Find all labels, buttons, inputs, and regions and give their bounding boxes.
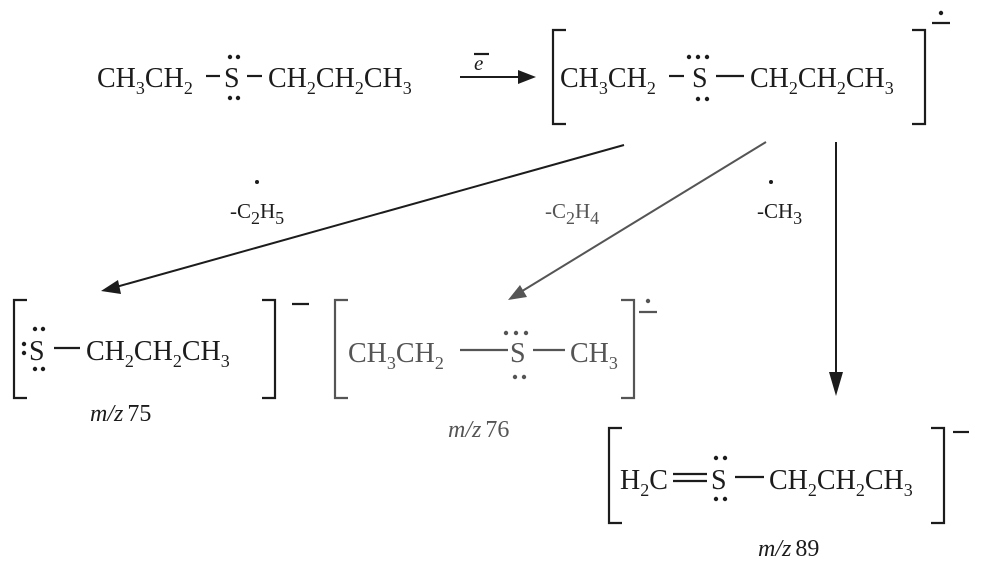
arrow-loss-methyl <box>829 142 843 396</box>
fragment-m76-sulfur: S <box>510 338 526 369</box>
fragment-m76-charge <box>639 298 657 314</box>
fragment-m89-sulfur: S <box>711 465 727 496</box>
label-loss-methyl: -CH3 <box>757 199 802 228</box>
molecular-ion-left-group: CH3CH2 <box>560 63 656 98</box>
arrow-loss-ethyl <box>101 144 625 294</box>
fragment-m89-left-group: H2C <box>620 465 668 500</box>
reactant-left-group: CH3CH2 <box>97 63 193 98</box>
molecular-ion-sulfur: S <box>692 63 708 94</box>
fragment-m75-right-bracket <box>262 298 277 400</box>
radical-dot-methyl <box>769 180 773 184</box>
molecular-ion-left-bracket <box>551 28 566 126</box>
fragment-m89-right-group: CH2CH2CH3 <box>769 465 913 500</box>
electron-label: e <box>474 51 483 75</box>
fragment-m76-right-bracket <box>621 298 636 400</box>
molecular-ion-lone-pairs <box>686 54 710 102</box>
molecular-ion: CH3CH2 S CH2CH2CH3 <box>551 10 950 126</box>
fragment-m76-lone-pairs <box>503 330 529 380</box>
fragment-m75-right-group: CH2CH2CH3 <box>86 336 230 371</box>
reactant-right-group: CH2CH2CH3 <box>268 63 412 98</box>
fragment-m75-left-bracket <box>12 298 27 400</box>
reactant-lone-pairs <box>227 54 241 101</box>
fragment-m76-right-group: CH3 <box>570 338 618 373</box>
fragment-m89-left-bracket <box>607 426 622 525</box>
label-loss-ethylene: -C2H4 <box>545 199 599 228</box>
arrow-loss-ethylene <box>508 141 767 300</box>
molecular-ion-right-group: CH2CH2CH3 <box>750 63 894 98</box>
ionization-arrow: e <box>460 51 536 84</box>
molecular-ion-charge <box>932 10 950 25</box>
ionization-arrowhead <box>518 70 536 84</box>
radical-dot-ethyl <box>255 180 259 184</box>
reactant-sulfur: S <box>224 63 240 94</box>
reactant-formula: CH3CH2 S CH2CH2CH3 <box>97 54 412 101</box>
fragment-m76-left-group: CH3CH2 <box>348 338 444 373</box>
fragment-m75-sulfur: S <box>29 336 45 367</box>
fragment-m76-left-bracket <box>333 298 348 400</box>
fragment-m89-right-bracket <box>931 426 946 525</box>
molecular-ion-right-bracket <box>912 28 927 126</box>
label-loss-ethyl: -C2H5 <box>230 199 284 228</box>
fragment-m75-lone-pairs <box>21 326 46 372</box>
fragment-m89-lone-pairs <box>713 455 728 502</box>
